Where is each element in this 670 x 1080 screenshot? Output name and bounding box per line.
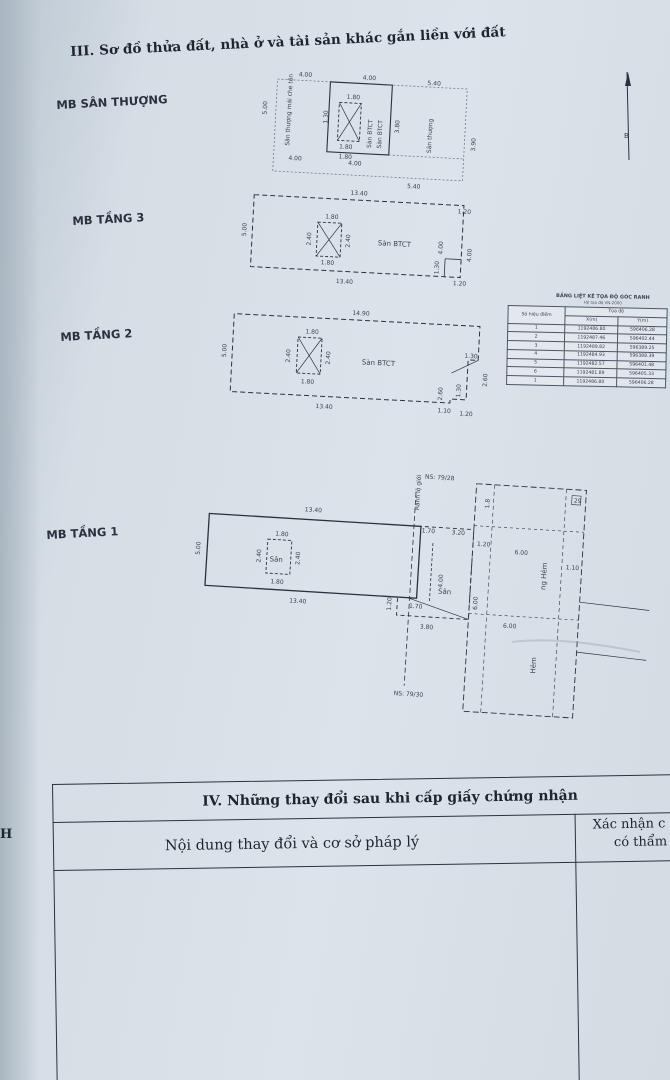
dim: 1.30	[455, 384, 463, 398]
room-label-rooftop-right: Sân thượng	[426, 118, 435, 153]
room-label-rooftop-mid: Sàn BTCT	[366, 119, 374, 148]
dim: 1.30	[433, 261, 441, 275]
dim: 1.80	[346, 94, 360, 102]
dim: 4.00	[288, 155, 302, 163]
section-4-col2-header-line2: có thẩm	[613, 834, 668, 851]
dim: 5.40	[407, 183, 421, 191]
page-shadow	[0, 0, 40, 1080]
dim: 1.20	[386, 597, 394, 611]
dim: 2.60	[482, 373, 490, 387]
dim: 14.90	[352, 310, 370, 318]
dim: 1.80	[321, 259, 335, 267]
section-4-col2-header-line1: Xác nhận c	[592, 816, 666, 833]
dim: 3.20	[451, 529, 465, 537]
alley-label-2: ng Hẻm	[539, 562, 549, 590]
dim: 5.00	[262, 101, 270, 115]
alley-width: 1.8	[484, 499, 492, 509]
dim: 1.80	[301, 378, 315, 386]
room-label-floor2: Sàn BTCT	[362, 358, 396, 368]
dim: 1.70	[421, 527, 435, 535]
dim: 2.40	[325, 351, 333, 365]
dim: 5.00	[221, 343, 229, 357]
dim: 2.40	[255, 549, 263, 563]
dim: 1.10	[565, 564, 579, 572]
boundary-label-bottom: NS: 79/30	[393, 690, 423, 699]
dim: 1.20	[453, 280, 467, 288]
room-label-rooftop-left: Sân thượng mái che tôn	[284, 73, 295, 145]
dim: 1.10	[437, 407, 451, 415]
dim: 6.00	[514, 549, 528, 557]
dim: 1.80	[325, 213, 339, 221]
plan-floor1: Sân Sân 13.40 13.40 1.80 1.80 2.40 2.40 …	[195, 474, 650, 719]
parcel-number: 29	[574, 498, 582, 505]
pen-mark	[511, 639, 641, 653]
room-label-floor1-right: Sân	[438, 588, 452, 597]
dim: 13.40	[305, 506, 323, 514]
dim: 1.80	[270, 578, 284, 586]
dim: 13.40	[350, 190, 368, 198]
dim: 2.60	[437, 387, 445, 401]
dim: 13.40	[336, 278, 354, 286]
coordinate-table-block: BẢNG LIỆT KÊ TỌA ĐỘ GÓC RANH Hệ tọa độ V…	[506, 292, 670, 389]
dim: 1.20	[457, 208, 471, 216]
dim: 4.00	[348, 160, 362, 168]
road-boundary-label: Ranh lộ giới	[414, 474, 423, 510]
dim: 5.00	[241, 223, 249, 237]
dim: 2.40	[306, 232, 314, 246]
dim: 4.00	[466, 248, 474, 262]
section-4-table: IV. Những thay đổi sau khi cấp giấy chứn…	[52, 773, 670, 1080]
dim: 1.80	[338, 153, 352, 161]
dim: 1.20	[459, 411, 473, 419]
dim: 4.00	[363, 75, 377, 83]
dim: 4.00	[299, 71, 313, 79]
dim: 1.80	[339, 143, 353, 151]
dim: 1.30	[322, 110, 330, 124]
dim: 3.80	[394, 120, 402, 134]
dim: 1.20	[477, 541, 491, 549]
dim: 5.00	[195, 541, 203, 555]
dim: 1.30	[464, 353, 478, 361]
boundary-label-top: NS: 79/28	[425, 474, 455, 483]
dim: 3.80	[420, 624, 434, 632]
north-arrow-letter: B	[624, 132, 629, 140]
dim: 13.40	[289, 597, 307, 605]
dim: 1.80	[275, 531, 289, 539]
dim: 2.40	[294, 551, 302, 565]
room-label-floor1: Sân	[269, 555, 283, 564]
dim: 1.70	[409, 603, 423, 611]
margin-letter: H	[0, 827, 13, 842]
dim: 1.80	[305, 328, 319, 336]
dim: 13.40	[315, 403, 333, 411]
coord-header-point: Số hiệu điểm	[507, 305, 566, 325]
dim: 5.40	[427, 80, 441, 88]
dim: 3.90	[470, 138, 478, 152]
dim: 4.00	[437, 241, 445, 255]
dim: 6.00	[503, 623, 517, 631]
room-label-rooftop-mid2: Sàn BTCT	[376, 120, 384, 149]
plan-rooftop: Sân thượng mái che tôn Sàn BTCT Sàn BTCT…	[262, 71, 478, 191]
dim: 4.00	[437, 574, 445, 588]
alley-label: Hẻm	[529, 657, 538, 674]
dim: 6.00	[472, 596, 480, 610]
plan-floor3: Sàn BTCT 13.40 13.40 1.80 1.80 2.40 2.40…	[241, 190, 474, 288]
room-label-floor3: Sàn BTCT	[378, 239, 412, 249]
dim: 2.40	[345, 234, 353, 248]
dim: 2.40	[285, 349, 293, 363]
plan-floor2: Sàn BTCT 14.90 13.40 1.80 1.80 2.40 2.40…	[221, 310, 490, 419]
north-arrow-icon: B	[624, 71, 631, 161]
